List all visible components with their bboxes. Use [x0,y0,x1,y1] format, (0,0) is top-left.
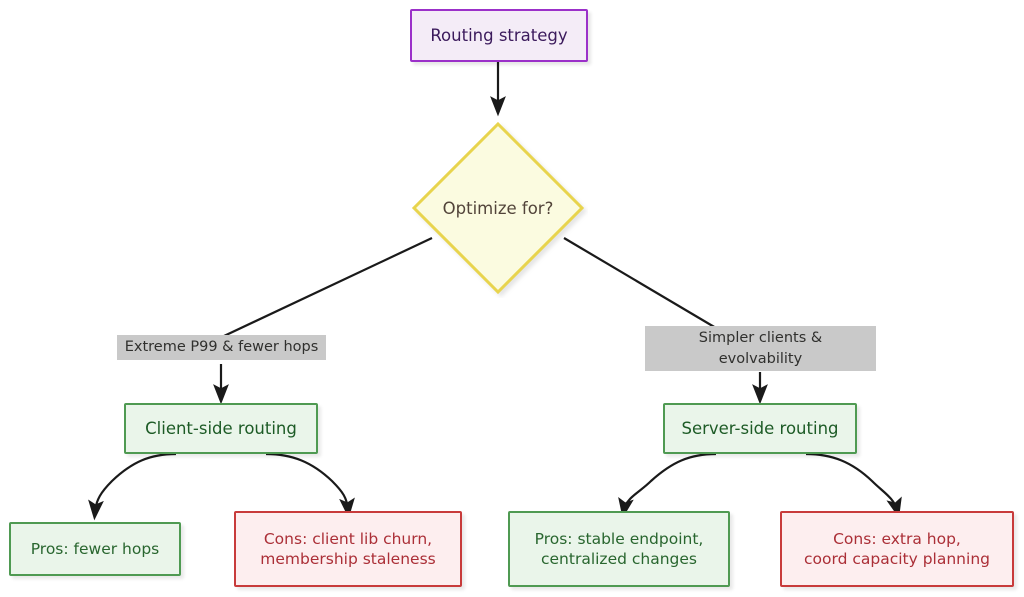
edge-label-simpler-clients: Simpler clients & evolvability [645,326,876,371]
node-optimize-for-decision[interactable]: Optimize for? [408,118,588,298]
node-routing-strategy[interactable]: Routing strategy [410,9,588,62]
edge-server-side-to-server-cons [805,452,902,519]
edge-decision-to-client-side [223,237,433,337]
edge-client-side-to-client-pros [88,452,177,521]
edge-client-side-to-client-cons [265,452,355,519]
node-client-side-routing[interactable]: Client-side routing [124,403,318,454]
node-server-pros[interactable]: Pros: stable endpoint, centralized chang… [508,511,730,587]
edge-server-side-to-server-pros [618,452,717,519]
edge-label-extreme-p99: Extreme P99 & fewer hops [117,335,326,360]
node-server-cons[interactable]: Cons: extra hop, coord capacity planning [780,511,1014,587]
node-decision-label: Optimize for? [442,198,554,218]
diamond-shape [411,121,585,295]
node-client-cons[interactable]: Cons: client lib churn, membership stale… [234,511,462,587]
node-server-side-routing[interactable]: Server-side routing [663,403,857,454]
node-client-pros[interactable]: Pros: fewer hops [9,522,181,576]
